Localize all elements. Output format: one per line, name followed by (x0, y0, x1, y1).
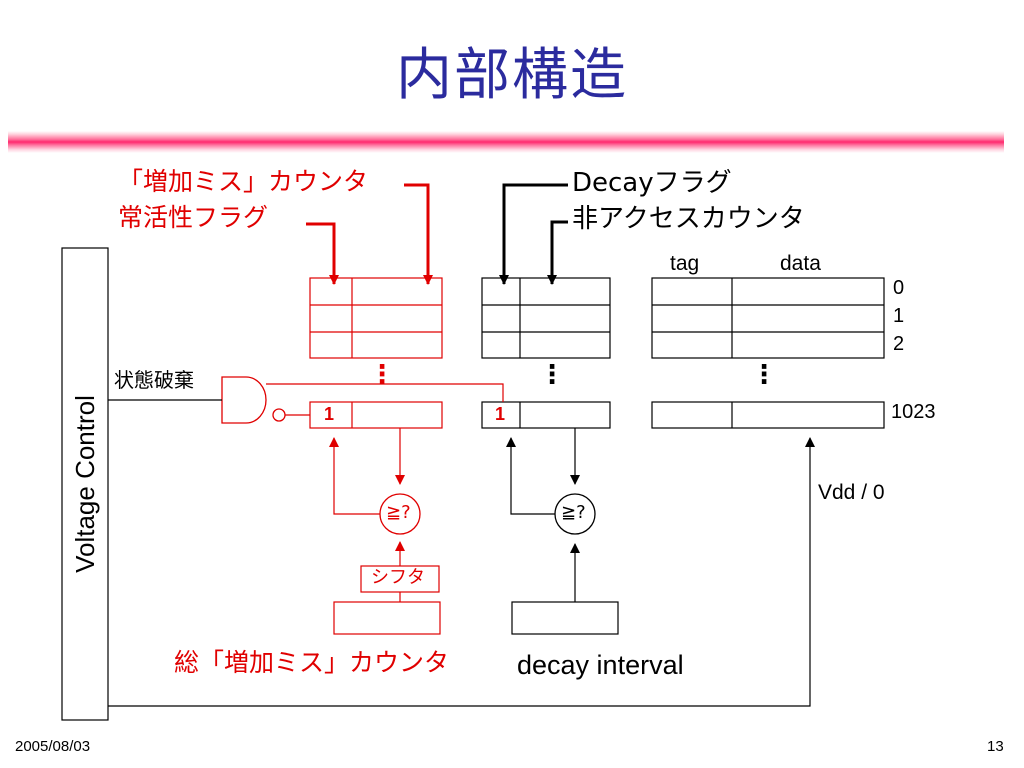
flag-array-ellipsis: ⋮ (539, 360, 565, 390)
decay-flag-label: Decayフラグ (572, 168, 732, 198)
nand-gate (221, 376, 286, 424)
shifter-label: シフタ (371, 567, 425, 588)
black-pointer-arrows (499, 183, 568, 285)
flag-row-value: 1 (495, 404, 506, 424)
row-index-1023: 1023 (891, 401, 936, 423)
total-miss-counter-label: 総「増加ミス」カウンタ (174, 648, 450, 677)
vdd-control-line (108, 437, 815, 707)
title-divider (8, 131, 1004, 153)
slide-date: 2005/08/03 (15, 738, 91, 755)
flag-counter-array (481, 277, 611, 429)
shifter-box (360, 565, 440, 593)
decay-interval-label: decay interval (517, 650, 684, 680)
row-index-0: 0 (893, 277, 905, 299)
tag-data-array (651, 277, 885, 429)
voltage-control-box (61, 247, 109, 721)
red-pointer-arrows (306, 183, 433, 285)
slide-page-number: 13 (987, 738, 1004, 755)
state-destroy-label: 状態破棄 (114, 368, 194, 392)
decay-interval-box (511, 601, 619, 635)
non-access-counter-label: 非アクセスカウンタ (572, 204, 805, 234)
red-array-ellipsis: ⋮ (369, 360, 395, 390)
nand-wiring (266, 383, 504, 416)
red-row-value: 1 (324, 404, 335, 424)
page-title: 内部構造 (396, 43, 628, 108)
black-compare-loop (506, 428, 580, 602)
increase-miss-counter-label: 「増加ミス」カウンタ (118, 167, 369, 196)
tag-column-header: tag (670, 252, 700, 275)
black-compare-node (554, 493, 596, 535)
red-counter-array (309, 277, 443, 429)
black-compare-label: ≧? (561, 502, 586, 523)
vdd-label: Vdd / 0 (818, 481, 885, 504)
red-compare-node (379, 493, 421, 535)
data-array-ellipsis: ⋮ (751, 360, 777, 390)
total-miss-counter-box (333, 601, 441, 635)
row-index-1: 1 (893, 305, 905, 327)
voltage-control-label: Voltage Control (70, 395, 100, 573)
row-index-2: 2 (893, 333, 905, 355)
data-column-header: data (780, 252, 821, 275)
red-compare-label: ≧? (386, 502, 411, 523)
red-compare-loop (329, 428, 405, 602)
always-active-flag-label: 常活性フラグ (118, 203, 269, 232)
